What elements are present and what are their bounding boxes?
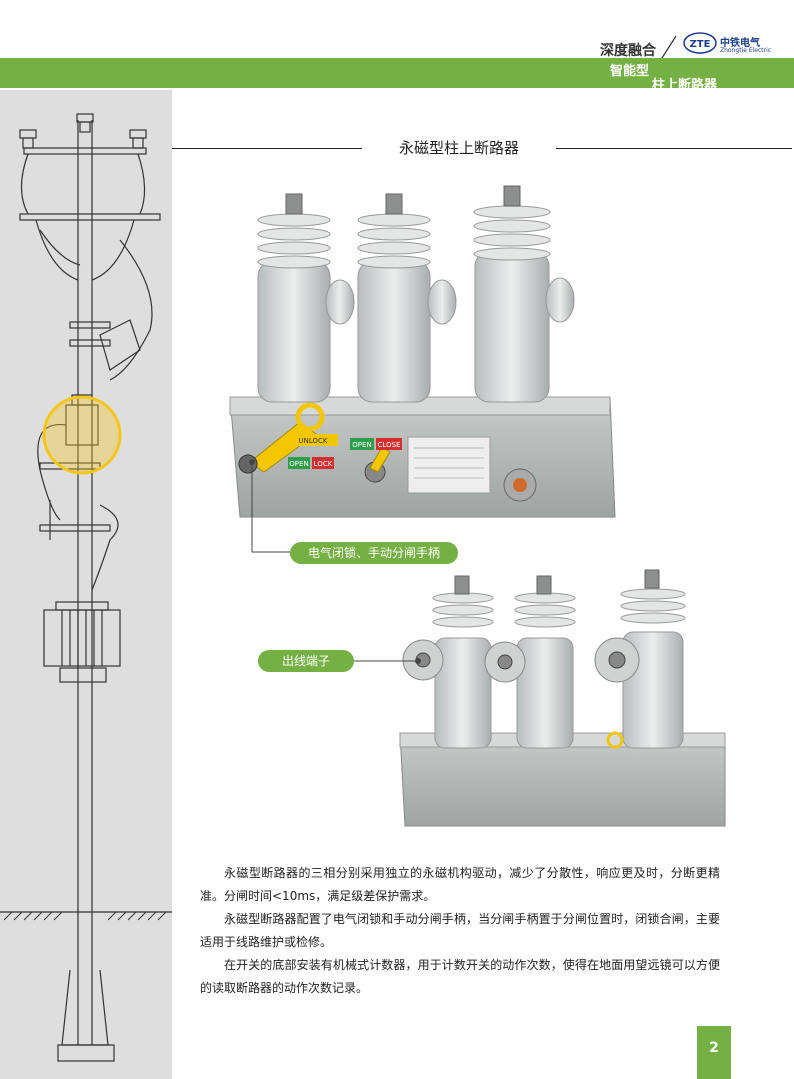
utility-pole-illustration: [0, 113, 172, 1062]
callout-handle: 电气闭锁、手动分闸手柄: [290, 542, 458, 564]
title-rule-right: [556, 148, 792, 149]
open-label: OPEN: [289, 460, 308, 468]
header-green-bar: [0, 58, 794, 88]
paragraph-3: 在开关的底部安装有机械式计数器，用于计数开关的动作次数，使得在地面用望远镜可以方…: [200, 958, 720, 995]
callout-terminal: 出线端子: [258, 650, 354, 672]
page-number-tab: [697, 1026, 731, 1079]
paragraph-1: 永磁型断路器的三相分别采用独立的永磁机构驱动，减少了分散性，响应更及时，分断更精…: [200, 866, 720, 903]
description-text: 永磁型断路器的三相分别采用独立的永磁机构驱动，减少了分散性，响应更及时，分断更精…: [200, 862, 720, 1000]
logo-mark-text: ZTE: [690, 39, 711, 50]
highlight-circle: [42, 395, 122, 475]
paragraph-2: 永磁型断路器配置了电气闭锁和手动分闸手柄，当分闸手柄置于分闸位置时，闭锁合闸，主…: [200, 912, 720, 949]
header-subtitle-2: 柱上断路器: [652, 78, 718, 93]
close-label: CLOSE: [378, 441, 401, 449]
product-image-front: UNLOCK OPEN LOCK OPEN CLOSE: [229, 185, 616, 518]
header-subtitle-1: 智能型: [610, 64, 650, 79]
header-tagline: 深度融合: [600, 43, 656, 59]
open-label-2: OPEN: [352, 441, 371, 449]
company-logo-icon: ZTE: [683, 32, 717, 54]
logo-company-sub: Zhongtie Electric: [720, 47, 772, 54]
lock-label: LOCK: [314, 460, 333, 468]
logo-company-name: 中铁电气: [720, 38, 760, 49]
page-number: 2: [709, 1040, 719, 1056]
title-rule-left: [172, 148, 362, 149]
unlock-label: UNLOCK: [299, 437, 328, 445]
product-image-side: [399, 569, 726, 827]
page-title: 永磁型柱上断路器: [398, 139, 519, 157]
